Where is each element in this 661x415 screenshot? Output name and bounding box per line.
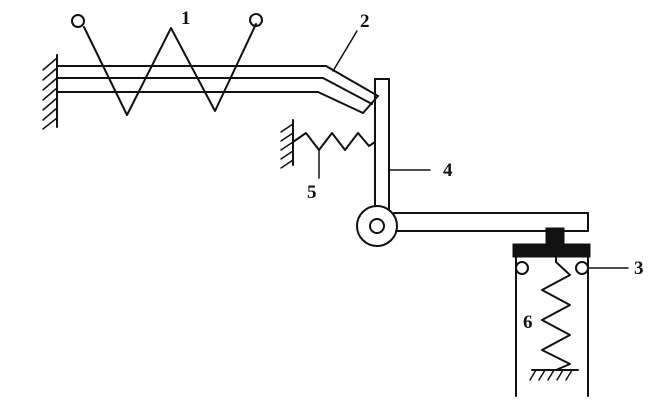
label-1: 1 (181, 8, 191, 29)
contact-housing (512, 227, 591, 397)
contact-left (515, 261, 529, 275)
vertical-lever (374, 78, 390, 211)
contact-right (575, 261, 589, 275)
leader-2 (332, 30, 358, 72)
terminal-right (249, 13, 263, 27)
terminal-left (71, 14, 85, 28)
leader-lines (332, 30, 629, 269)
left-wall-ground (42, 54, 58, 130)
spring-5 (280, 119, 376, 179)
label-5: 5 (307, 182, 317, 203)
label-6: 6 (523, 312, 533, 333)
label-4: 4 (443, 160, 453, 181)
pivot-joint (356, 205, 398, 247)
label-2: 2 (360, 11, 370, 32)
heater-wire (71, 13, 263, 116)
label-3: 3 (634, 258, 644, 279)
